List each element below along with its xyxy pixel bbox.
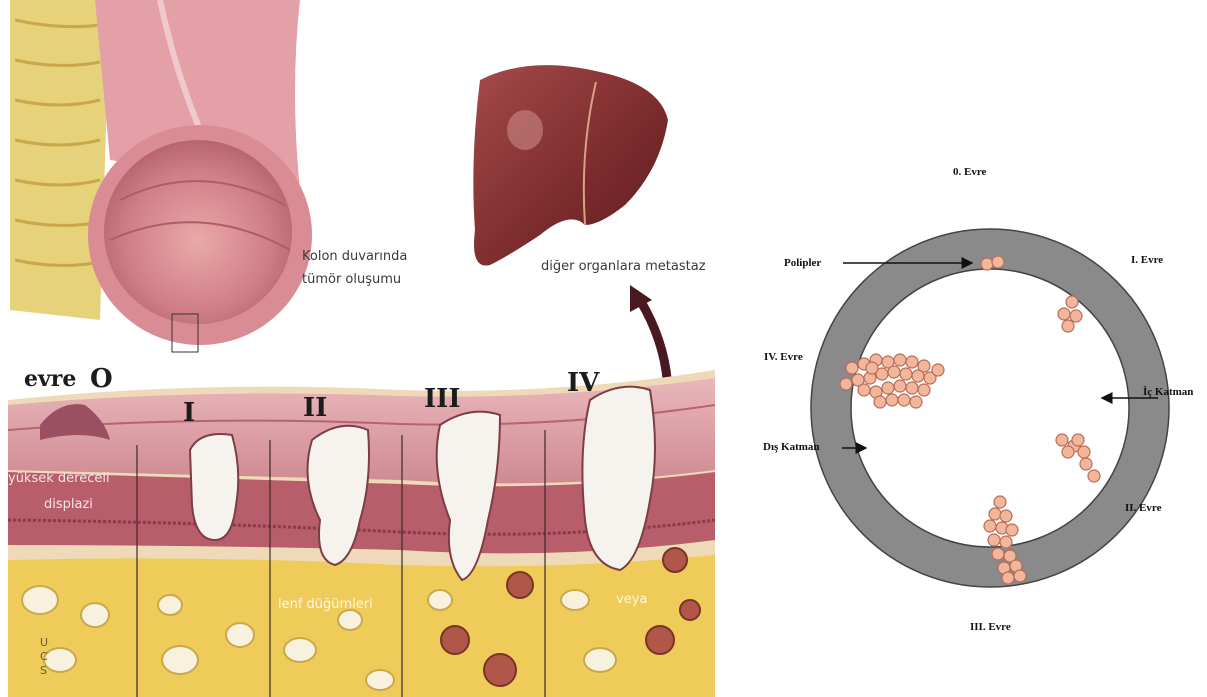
stage-number-3: III: [424, 384, 461, 414]
colon-tumor-label-line1: Kolon duvarında: [302, 247, 407, 267]
stage0-label: 0. Evre: [953, 166, 986, 178]
colon-tumor-label-line2: tümör oluşumu: [302, 270, 401, 290]
evre-word: evre: [24, 366, 76, 392]
inner-layer-label: İç Katman: [1143, 386, 1193, 398]
svg-text:U: U: [40, 636, 48, 649]
liver: [473, 65, 668, 265]
dysplasia-label-line2: displazi: [44, 495, 93, 515]
stage3-label: III. Evre: [970, 621, 1011, 633]
ring-diagram: [715, 0, 1207, 697]
dysplasia-label-line1: yüksek dereceli: [8, 469, 110, 489]
metastasis-label: diğer organlara metastaz: [541, 257, 706, 277]
svg-text:S: S: [40, 664, 47, 677]
stage4-label: IV. Evre: [764, 351, 803, 363]
svg-text:C: C: [40, 650, 48, 663]
colon-illustration: UCS: [0, 0, 715, 697]
colon-wall-section: [8, 370, 715, 697]
outer-layer-label: Dış Katman: [763, 441, 820, 453]
lymph-node-label: lenf düğümleri: [278, 595, 373, 615]
stage1-label: I. Evre: [1131, 254, 1163, 266]
colon-tube: [88, 0, 312, 352]
stage-number-0: O: [90, 364, 113, 394]
stage2-label: II. Evre: [1125, 502, 1161, 514]
logo-mark: UCS: [40, 636, 48, 677]
stage-number-4: IV: [567, 368, 599, 398]
stage-number-2: II: [303, 393, 327, 423]
polyps-label: Polipler: [784, 257, 821, 269]
or-label: veya: [616, 590, 647, 610]
stage-number-1: I: [183, 398, 195, 428]
